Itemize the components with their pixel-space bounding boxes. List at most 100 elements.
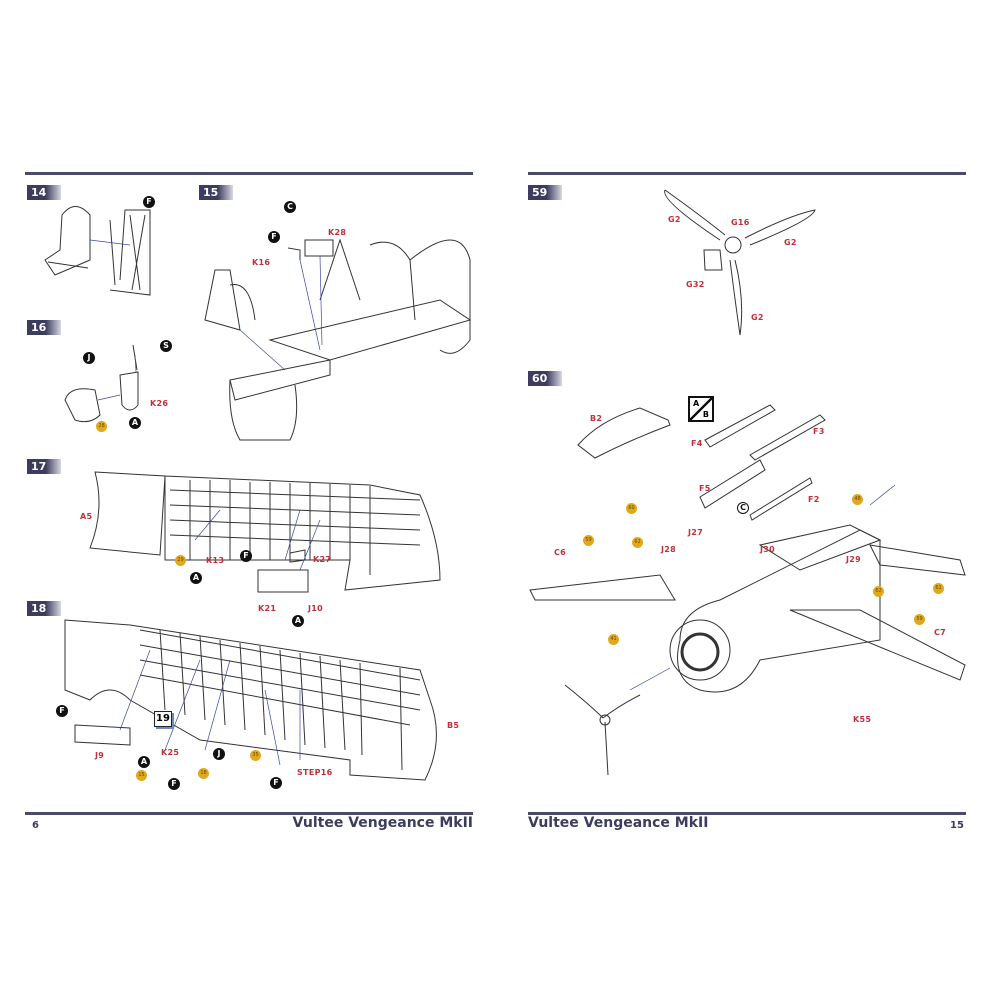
engine-cowling-drawing	[669, 619, 731, 681]
small-part-drawing	[289, 549, 306, 563]
seat-drawing	[44, 206, 91, 276]
step-14-badge: 14	[27, 185, 61, 200]
ref-f: F	[56, 705, 68, 717]
part-k28: K28	[328, 228, 347, 237]
part-g2: G2	[784, 238, 797, 247]
part-f2: F2	[808, 495, 820, 504]
assembly-arrow	[97, 354, 137, 401]
fuselage-half-drawing	[64, 619, 437, 781]
part-f4: F4	[691, 439, 703, 448]
right-footer-title: Vultee Vengeance MkII	[528, 815, 709, 831]
ref-f: F	[270, 777, 282, 789]
part-k16: K16	[252, 258, 271, 267]
canopy-part-drawing	[577, 407, 671, 459]
paint-ref: 41	[608, 634, 619, 645]
version-a-label: A	[693, 399, 700, 408]
paint-ref: 60	[626, 503, 637, 514]
part-b5: B5	[447, 721, 460, 730]
paint-ref: 61	[933, 583, 944, 594]
fuselage-frames-drawing	[169, 480, 421, 575]
part-c7: C7	[934, 628, 947, 637]
part-j27: J27	[688, 528, 704, 537]
bracket-part-drawing	[64, 344, 139, 423]
part-k21: K21	[258, 604, 277, 613]
spinner-part-drawing	[703, 249, 723, 271]
paint-ref: 48	[852, 494, 863, 505]
assembly-arrow	[119, 649, 301, 766]
ref-a: A	[138, 756, 150, 768]
part-a5: A5	[80, 512, 93, 521]
box-part-drawing	[304, 239, 334, 257]
part-j29: J29	[846, 555, 862, 564]
step-17-badge: 17	[27, 459, 61, 474]
part-f3: F3	[813, 427, 825, 436]
step-16-badge: 16	[27, 320, 61, 335]
part-j9: J9	[95, 751, 105, 760]
ref-c: C	[737, 502, 749, 514]
ref-f: F	[143, 196, 155, 208]
part-g2: G2	[751, 313, 764, 322]
right-top-rule	[528, 172, 966, 175]
ref-a: A	[129, 417, 141, 429]
part-k55: K55	[853, 715, 872, 724]
fuselage-half-drawing	[89, 471, 441, 591]
propeller-blades-drawing	[564, 684, 641, 776]
left-page-number: 6	[32, 820, 39, 831]
paint-ref: 59	[914, 614, 925, 625]
ref-j: J	[213, 748, 225, 760]
part-c6: C6	[554, 548, 567, 557]
seat-drawing	[204, 269, 256, 331]
step-18-badge: 18	[27, 601, 61, 616]
step-15-badge: 15	[199, 185, 233, 200]
paint-ref: 59	[583, 535, 594, 546]
part-k26: K26	[150, 399, 169, 408]
step-60-badge: 60	[528, 371, 562, 386]
right-page-number: 15	[950, 820, 964, 831]
cockpit-bulkhead-drawing	[319, 238, 471, 354]
next-step-19-box: 19	[154, 711, 172, 727]
paint-ref: 62	[873, 586, 884, 597]
left-top-rule	[25, 172, 473, 175]
assembly-arrow	[89, 239, 131, 246]
part-j28: J28	[661, 545, 677, 554]
part-g32: G32	[686, 280, 705, 289]
assembly-arrow	[629, 484, 896, 691]
panel-part-drawing	[74, 724, 131, 746]
panel-part-drawing	[257, 569, 309, 593]
paint-ref: 15	[136, 770, 147, 781]
part-j10: J10	[308, 604, 324, 613]
seat-frame-drawing	[109, 209, 151, 296]
assembly-arrow	[239, 255, 323, 371]
paint-ref: 62	[632, 537, 643, 548]
part-j30: J30	[760, 545, 776, 554]
ref-f: F	[240, 550, 252, 562]
ref-f: F	[168, 778, 180, 790]
assembly-arrow	[194, 509, 321, 571]
strip-parts-drawing	[699, 404, 826, 521]
part-g2: G2	[668, 215, 681, 224]
engine-front-drawing	[680, 632, 720, 672]
paint-ref: 18	[198, 768, 209, 779]
paint-ref: 28	[96, 421, 107, 432]
part-step16: STEP16	[297, 768, 333, 777]
part-k27: K27	[313, 555, 332, 564]
ref-j: J	[83, 352, 95, 364]
part-k25: K25	[161, 748, 180, 757]
right-bottom-rule	[528, 812, 966, 815]
cockpit-floor-drawing	[229, 299, 472, 441]
step-59-badge: 59	[528, 185, 562, 200]
version-a-b-icon: A B	[688, 396, 714, 422]
fuselage-frames-drawing	[139, 629, 421, 771]
lever-part-drawing	[287, 247, 301, 260]
part-k13: K13	[206, 556, 225, 565]
ref-a: A	[190, 572, 202, 584]
propeller-hub-drawing	[724, 236, 742, 254]
part-g16: G16	[731, 218, 750, 227]
version-b-label: B	[702, 410, 709, 419]
part-b2: B2	[590, 414, 603, 423]
part-f5: F5	[699, 484, 711, 493]
propeller-hub-drawing	[599, 714, 611, 726]
propeller-blades-drawing	[664, 189, 816, 336]
left-bottom-rule	[25, 812, 473, 815]
